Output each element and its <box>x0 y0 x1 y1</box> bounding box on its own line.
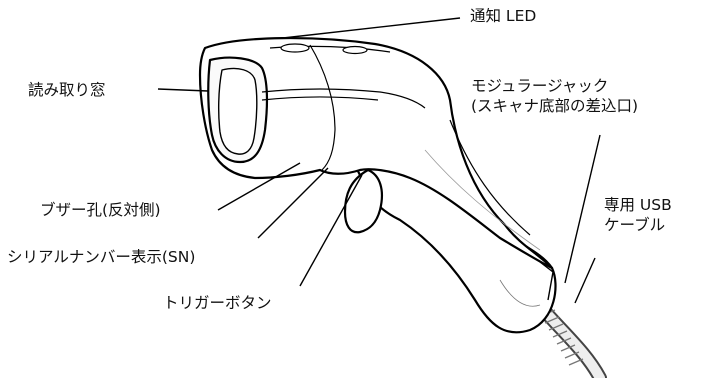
label-trigger-button: トリガーボタン <box>163 294 272 312</box>
label-reading-window: 読み取り窓 <box>28 81 106 99</box>
scanner-body <box>198 37 557 334</box>
label-usb-cable-line1: 専用 USB <box>604 196 672 214</box>
label-modular-jack-line1: モジュラージャック <box>471 77 609 95</box>
leader-lines <box>157 17 601 304</box>
leader-line-serial <box>257 167 329 239</box>
leader-line-trigger <box>299 174 363 287</box>
body-details <box>261 43 554 307</box>
leader-line-window <box>157 88 209 92</box>
label-usb-cable: 専用 USB ケーブル <box>604 195 672 235</box>
label-notification-led: 通知 LED <box>470 7 537 25</box>
leader-line-buzzer <box>217 162 301 211</box>
label-usb-cable-line2: ケーブル <box>604 216 666 234</box>
leader-line-cable <box>574 257 596 304</box>
label-buzzer-hole: ブザー孔(反対側) <box>40 201 161 219</box>
label-serial-number: シリアルナンバー表示(SN) <box>7 248 196 266</box>
label-modular-jack: モジュラージャック (スキャナ底部の差込口) <box>471 76 638 116</box>
label-modular-jack-line2: (スキャナ底部の差込口) <box>471 97 639 115</box>
leader-line-jack <box>564 134 601 284</box>
leader-line-led <box>282 17 461 39</box>
